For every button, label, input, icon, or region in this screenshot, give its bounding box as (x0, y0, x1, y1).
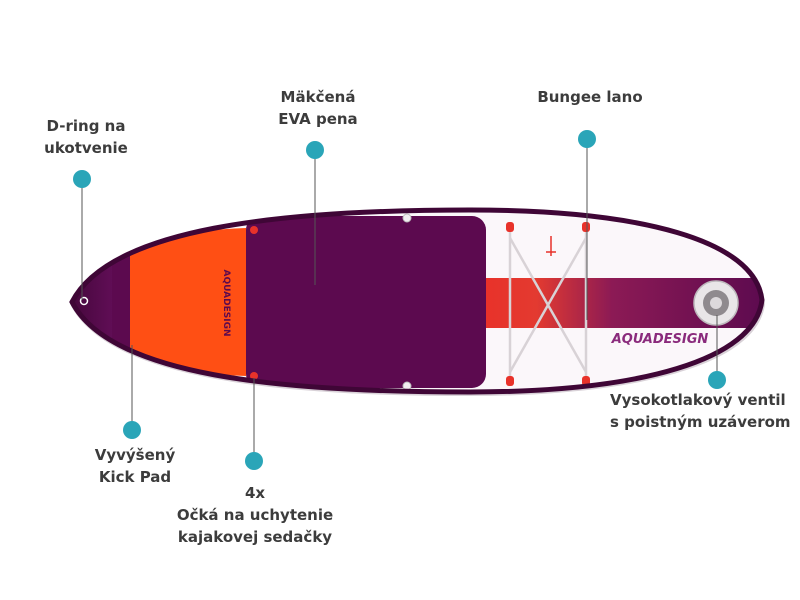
kick-pad (128, 228, 246, 376)
label-valve: Vysokotlakový ventil s poistným uzáverom (610, 389, 800, 433)
eva-deck-pad (246, 216, 486, 388)
board-rail (69, 207, 765, 395)
callout-dot-kick-pad (123, 421, 141, 439)
label-bungee: Bungee lano (530, 86, 650, 108)
label-line: kajakovej sedačky (177, 528, 333, 546)
label-line: Kick Pad (98, 468, 172, 486)
board-body (72, 210, 762, 392)
seat-rings (250, 213, 412, 391)
label-line: ukotvenie (44, 139, 128, 157)
label-line: D-ring na (46, 117, 126, 135)
board-logo-mark (546, 236, 556, 256)
d-ring-icon (79, 296, 89, 306)
label-line: 4x (244, 484, 266, 502)
label-line: Vyvýšený (94, 446, 176, 464)
callout-dot-seat-rings (245, 452, 263, 470)
board-brand-pad: AQUADESIGN (221, 270, 231, 337)
label-eva-foam: Mäkčená EVA pena (268, 86, 368, 130)
label-seat-rings: 4x Očká na uchytenie kajakovej sedačky (160, 482, 350, 548)
valve-icon (693, 280, 739, 326)
label-line: Očká na uchytenie (176, 506, 334, 524)
label-line: s poistným uzáverom (610, 413, 791, 431)
callout-dot-valve (708, 371, 726, 389)
label-line: Bungee lano (537, 88, 643, 106)
board-brand-main: AQUADESIGN (611, 332, 709, 347)
label-line: Mäkčená (280, 88, 356, 106)
bungee-cord (508, 232, 588, 378)
label-d-ring: D-ring na ukotvenie (36, 115, 136, 159)
callout-dot-d-ring (73, 170, 91, 188)
callout-dot-eva (306, 141, 324, 159)
label-line: EVA pena (278, 110, 358, 128)
callout-lines (81, 139, 718, 460)
label-line: Vysokotlakový ventil (610, 391, 786, 409)
callout-dot-bungee (578, 130, 596, 148)
bungee-anchors (506, 222, 590, 386)
label-kick-pad: Vyvýšený Kick Pad (80, 444, 190, 488)
